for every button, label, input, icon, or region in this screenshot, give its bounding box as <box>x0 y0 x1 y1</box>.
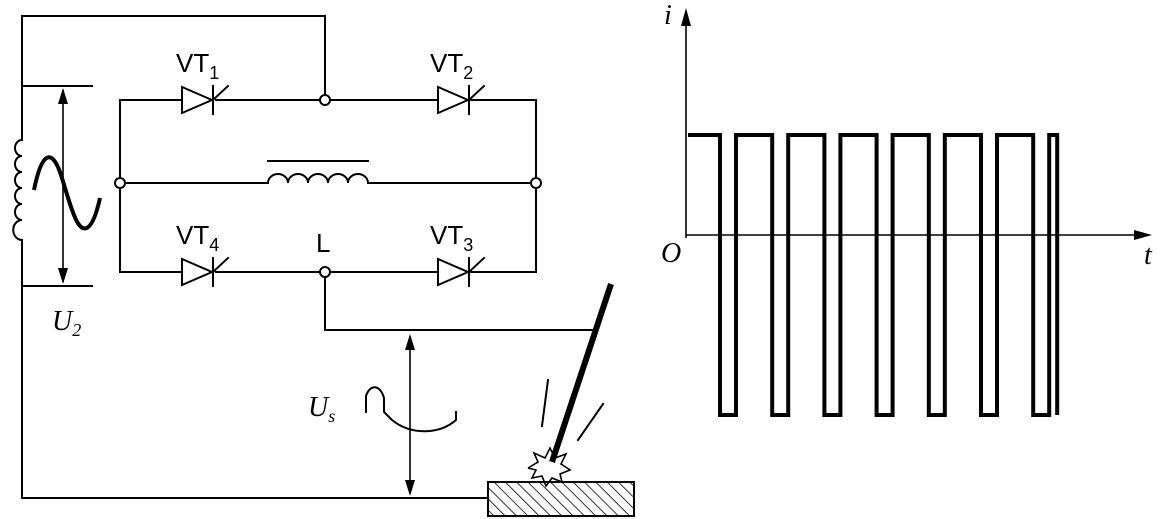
thyristor-vt1-icon <box>181 84 230 115</box>
node-left <box>114 177 126 189</box>
vt1-label: VT1 <box>176 48 219 83</box>
node-top <box>319 94 331 106</box>
vt4-label: VT4 <box>176 220 219 255</box>
thyristor-vt4-icon <box>181 256 230 287</box>
node-l <box>319 266 331 278</box>
current-waveform: i t O <box>661 0 1153 417</box>
origin-label: O <box>661 238 681 269</box>
x-axis-label: t <box>1144 240 1153 271</box>
u2-arrow-down <box>58 268 68 284</box>
us-arrow-down <box>405 480 415 496</box>
y-axis-label: i <box>664 0 672 31</box>
x-axis-arrow <box>1134 230 1152 240</box>
wire-bottom-loop <box>21 239 489 499</box>
u2-arrow-up <box>58 88 68 104</box>
y-axis-arrow <box>681 8 691 26</box>
u2-label: U2 <box>52 306 81 340</box>
thyristor-vt3-icon <box>437 256 486 287</box>
vt2-label: VT2 <box>430 48 473 83</box>
arc-spark-icon <box>527 446 572 488</box>
us-arrow-up <box>405 334 415 350</box>
wire-to-electrode <box>324 276 595 331</box>
thyristor-vt2-icon <box>437 84 486 115</box>
electrode-rod <box>549 283 614 463</box>
us-label: Us <box>308 392 335 426</box>
vt3-label: VT3 <box>430 220 473 255</box>
square-wave-trace <box>688 133 1060 417</box>
sine-wave-icon <box>32 155 102 231</box>
spark-line-left <box>540 378 550 428</box>
us-waveform-icon <box>365 386 457 433</box>
inductor-coil <box>266 173 370 185</box>
node-right <box>530 177 542 189</box>
wire-top-loop <box>21 15 326 141</box>
workpiece <box>487 481 635 517</box>
transformer-coil <box>12 138 24 242</box>
spark-line-right <box>576 402 605 442</box>
node-l-label: L <box>316 228 330 258</box>
circuit-diagram: U2 <box>12 15 635 517</box>
